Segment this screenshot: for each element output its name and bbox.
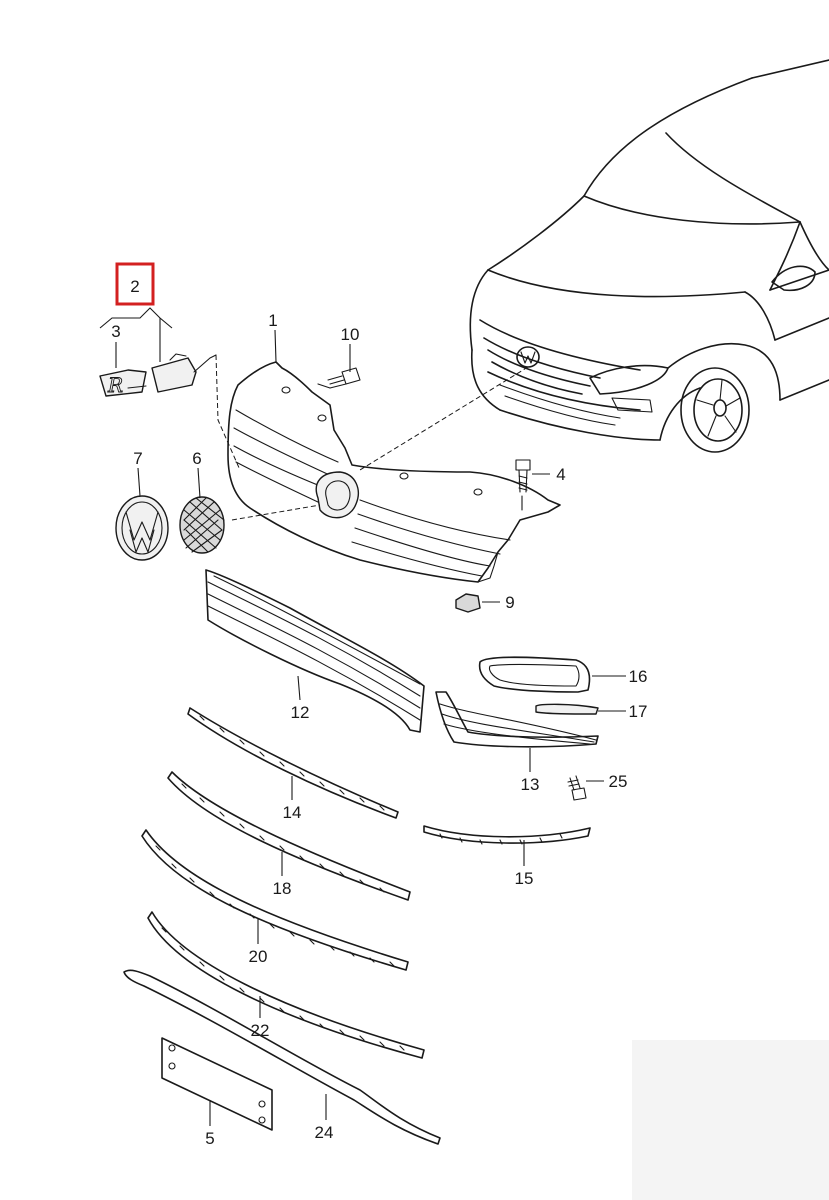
callout-2-highlight-box: [115, 262, 155, 306]
radiator-grille-part-1: [227, 361, 561, 583]
r-line-emblem-part-3: R: [99, 369, 147, 397]
svg-text:R: R: [107, 373, 123, 397]
callout-16: 16: [629, 667, 648, 686]
trim-strip-part-18: [167, 771, 411, 901]
callout-2: 2: [130, 277, 139, 296]
trim-strip-part-17: [535, 703, 599, 715]
callout-20: 20: [249, 947, 268, 966]
callout-22: 22: [251, 1021, 270, 1040]
callout-15: 15: [515, 869, 534, 888]
callout-7: 7: [133, 449, 142, 468]
leader-lines: [99, 307, 626, 1126]
callout-24: 24: [315, 1123, 334, 1142]
lower-grille-part-12: [205, 569, 425, 733]
clip-nut-part-9: [455, 593, 481, 613]
callout-5: 5: [205, 1129, 214, 1148]
callout-25: 25: [609, 772, 628, 791]
callout-4: 4: [556, 465, 565, 484]
badge-bracket-part-2: [151, 353, 241, 471]
trim-strip-part-22: [147, 911, 425, 1059]
screw-part-4: [515, 459, 531, 511]
callout-13: 13: [521, 775, 540, 794]
screw-part-10: [317, 367, 361, 389]
trim-strip-part-15: [423, 825, 591, 845]
callout-3: 3: [111, 322, 120, 341]
vehicle-front-illustration: [359, 59, 829, 471]
trim-strip-part-20: [141, 829, 409, 971]
callout-10: 10: [341, 325, 360, 344]
honeycomb-insert-part-6: [179, 496, 225, 554]
callout-14: 14: [283, 803, 302, 822]
callout-18: 18: [273, 879, 292, 898]
callout-6: 6: [192, 449, 201, 468]
callout-9: 9: [505, 593, 514, 612]
fog-lamp-grille-part-13: [435, 691, 599, 748]
corner-patch: [632, 1040, 829, 1200]
callout-12: 12: [291, 703, 310, 722]
license-plate-bracket-part-5: [161, 1037, 273, 1131]
trim-frame-part-16: [478, 656, 591, 693]
callout-17: 17: [629, 702, 648, 721]
vw-emblem-part-7: [115, 495, 169, 561]
callout-labels: 2 3 1 10 7 6 4 9 12 16 17 13 25 14 15 18…: [111, 277, 647, 1148]
trim-strip-part-14: [187, 707, 399, 819]
bracket-part-24: [123, 969, 441, 1145]
callout-1: 1: [268, 311, 277, 330]
screw-part-25: [567, 775, 587, 801]
